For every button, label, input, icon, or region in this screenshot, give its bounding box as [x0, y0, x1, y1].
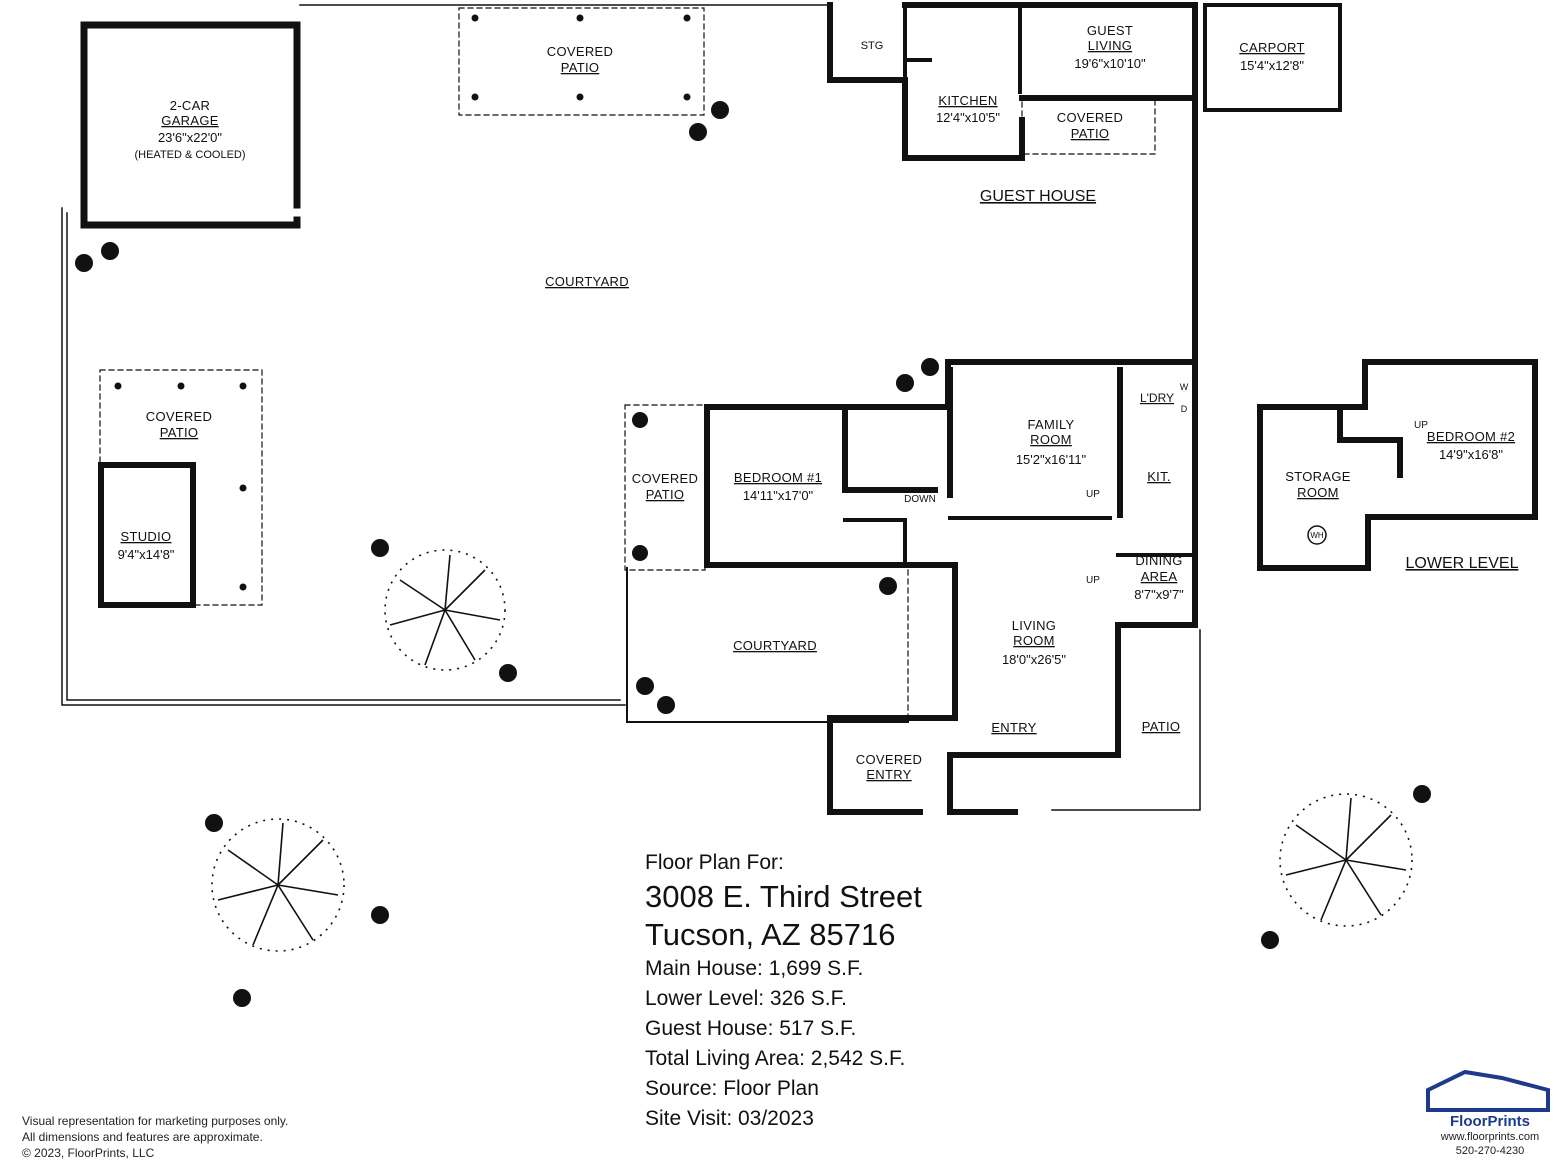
kit-label: KIT.	[1147, 469, 1171, 484]
guest-living-dim: 19'6"x10'10"	[1074, 56, 1146, 71]
address-line-1: 3008 E. Third Street	[645, 879, 922, 914]
bedroom2-dim: 14'9"x16'8"	[1439, 447, 1503, 462]
floorprints-logo-icon	[1426, 1069, 1550, 1112]
courtyard-small-outline	[626, 567, 909, 723]
covered-patio-top-outline	[458, 7, 705, 116]
covered-patio-guest-label: COVERED	[1057, 110, 1123, 125]
bedroom1-dim: 14'11"x17'0"	[743, 488, 814, 503]
main-house-walls	[704, 359, 1198, 815]
floor-plan-info: Floor Plan For: 3008 E. Third Street Tuc…	[645, 848, 1165, 1134]
garage-label: 2-CAR	[170, 98, 211, 113]
landscape-shrubs	[75, 101, 1431, 1007]
covered-patio-studio-outline	[99, 369, 263, 606]
studio-dim: 9'4"x14'8"	[118, 547, 175, 562]
inner-walls	[843, 516, 1197, 562]
covered-patio-bed-label-2: PATIO	[646, 487, 685, 502]
guest-living-label-2: LIVING	[1088, 38, 1132, 53]
dining-label: DINING	[1135, 553, 1182, 568]
dryer-label: D	[1181, 404, 1188, 414]
entry-label: ENTRY	[991, 720, 1036, 735]
bedroom1-label: BEDROOM #1	[734, 470, 822, 485]
guest-inner-walls	[903, 3, 1022, 94]
covered-patio-guest-label-2: PATIO	[1071, 126, 1110, 141]
carport-outline	[1203, 3, 1342, 112]
studio-walls	[98, 462, 196, 608]
bedroom2-label: BEDROOM #2	[1427, 429, 1515, 444]
family-label-2: ROOM	[1030, 432, 1072, 447]
patio-label: PATIO	[1142, 719, 1181, 734]
lower-level-label: LOWER LEVEL	[1406, 555, 1519, 572]
kitchen-guest-dim: 12'4"x10'5"	[936, 110, 1000, 125]
dining-label-2: AREA	[1141, 569, 1178, 584]
source-line: Source: Floor Plan	[645, 1077, 819, 1100]
site-visit-line: Site Visit: 03/2023	[645, 1107, 814, 1130]
disclaimer: Visual representation for marketing purp…	[22, 1113, 288, 1161]
covered-patio-guest-outline	[1021, 97, 1156, 155]
laundry-label: L'DRY	[1140, 391, 1174, 405]
stg-label: STG	[861, 40, 884, 52]
up1-label: UP	[1086, 489, 1100, 500]
covered-patio-bed-label: COVERED	[632, 471, 698, 486]
guest-house-walls	[827, 2, 1198, 383]
patio-lines	[1051, 629, 1201, 811]
storage-label-2: ROOM	[1297, 485, 1339, 500]
address-line-2: Tucson, AZ 85716	[645, 917, 896, 952]
brand-name: FloorPrints	[1449, 1113, 1530, 1130]
guest-house-area: Guest House: 517 S.F.	[645, 1017, 857, 1040]
covered-entry-label-2: ENTRY	[866, 767, 911, 782]
water-heater-icon	[1307, 525, 1327, 545]
washer-label: W	[1180, 382, 1189, 392]
family-dim: 15'2"x16'11"	[1016, 452, 1087, 467]
lower-level-walls	[1257, 359, 1538, 571]
family-label: FAMILY	[1027, 417, 1074, 432]
garage-label-2: GARAGE	[161, 113, 218, 128]
courtyard-main-label: COURTYARD	[545, 274, 629, 289]
patio-posts	[114, 14, 691, 591]
copyright: © 2023, FloorPrints, LLC	[22, 1146, 155, 1160]
covered-patio-top-label-2: PATIO	[561, 60, 600, 75]
storage-label: STORAGE	[1285, 469, 1350, 484]
living-dim: 18'0"x26'5"	[1002, 652, 1066, 667]
courtyard-small-label: COURTYARD	[733, 638, 817, 653]
landscape-trees	[211, 549, 1413, 952]
covered-patio-studio-label: COVERED	[146, 409, 212, 424]
brand-block: FloorPrints www.floorprints.com 520-270-…	[1420, 1075, 1560, 1158]
garage-dim: 23'6"x22'0"	[158, 130, 222, 145]
up3-label: UP	[1414, 420, 1428, 431]
total-living-area: Total Living Area: 2,542 S.F.	[645, 1047, 906, 1070]
guest-house-label: GUEST HOUSE	[980, 188, 1096, 205]
brand-phone: 520-270-4230	[1455, 1145, 1525, 1157]
property-line	[61, 4, 831, 706]
lower-level-area: Lower Level: 326 S.F.	[645, 987, 847, 1010]
garage-walls	[80, 21, 301, 229]
carport-label: CARPORT	[1239, 40, 1304, 55]
covered-patio-studio-label-2: PATIO	[160, 425, 199, 440]
garage-note: (HEATED & COOLED)	[134, 149, 245, 161]
up2-label: UP	[1086, 575, 1100, 586]
carport-dim: 15'4"x12'8"	[1240, 58, 1304, 73]
disclaimer-line-2: All dimensions and features are approxim…	[22, 1130, 263, 1144]
brand-url: www.floorprints.com	[1440, 1131, 1540, 1143]
info-heading: Floor Plan For:	[645, 851, 784, 874]
covered-patio-top-label: COVERED	[547, 44, 613, 59]
covered-entry-label: COVERED	[856, 752, 922, 767]
studio-label: STUDIO	[121, 529, 172, 544]
guest-living-label: GUEST	[1087, 23, 1133, 38]
wh-label: WH	[1310, 531, 1324, 540]
disclaimer-line-1: Visual representation for marketing purp…	[22, 1114, 289, 1128]
living-label-2: ROOM	[1013, 633, 1055, 648]
living-label: LIVING	[1012, 618, 1056, 633]
down-label: DOWN	[904, 494, 936, 505]
kitchen-guest-label: KITCHEN	[938, 93, 997, 108]
main-house-area: Main House: 1,699 S.F.	[645, 957, 864, 980]
dining-dim: 8'7"x9'7"	[1134, 587, 1184, 602]
